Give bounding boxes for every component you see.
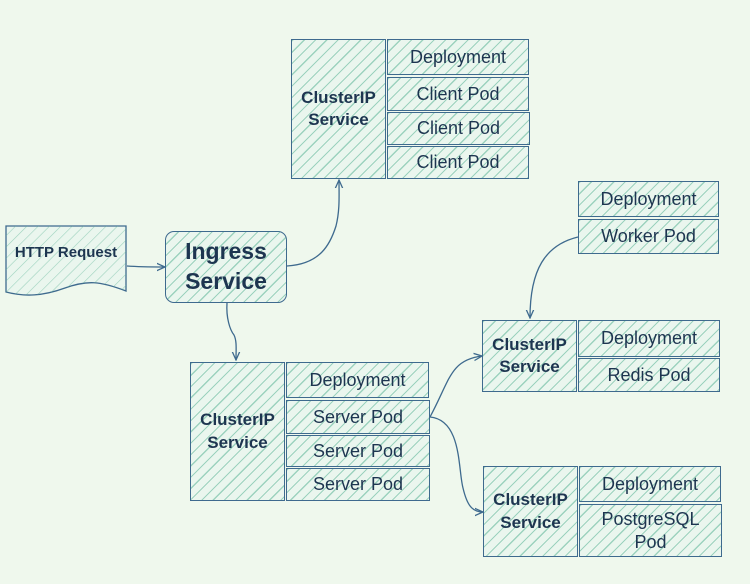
server-pod-3: Server Pod [286, 468, 430, 501]
server-pod-label: Server Pod [312, 406, 404, 427]
arrow-server-to-postgres-service [429, 416, 483, 512]
arrow-ingress-to-server-service [226, 302, 236, 360]
postgres-service-label: ClusterIP Service [493, 490, 568, 532]
postgres-deployment-label: Deployment [601, 473, 699, 494]
server-pod-2: Server Pod [286, 435, 430, 467]
server-pod-1: Server Pod [286, 400, 430, 434]
server-pod-label: Server Pod [312, 440, 404, 461]
redis-pod-label: Redis Pod [607, 364, 691, 385]
client-pod-label: Client Pod [416, 152, 500, 173]
redis-deployment: Deployment [578, 320, 720, 357]
postgres-deployment: Deployment [579, 466, 721, 502]
worker-pod: Worker Pod [578, 219, 719, 254]
client-deployment: Deployment [387, 39, 529, 75]
worker-pod-label: Worker Pod [601, 226, 696, 247]
client-pod-label: Client Pod [416, 118, 501, 139]
client-clusterip-service: ClusterIP Service [291, 39, 386, 179]
document-shape [5, 225, 127, 296]
redis-clusterip-service: ClusterIP Service [482, 320, 577, 392]
ingress-service-label: Ingress Service [185, 238, 267, 294]
server-deployment: Deployment [286, 362, 429, 398]
http-request-node: HTTP Request [5, 225, 127, 297]
postgresql-pod: PostgreSQL Pod [579, 504, 722, 557]
client-pod-2: Client Pod [387, 112, 530, 145]
client-service-label: ClusterIP Service [301, 87, 376, 129]
ingress-service-node: Ingress Service [165, 231, 287, 303]
server-deployment-label: Deployment [309, 369, 406, 390]
client-deployment-label: Deployment [409, 46, 507, 67]
server-pod-label: Server Pod [312, 474, 404, 495]
redis-pod: Redis Pod [578, 358, 720, 392]
client-pod-1: Client Pod [387, 77, 529, 111]
postgres-clusterip-service: ClusterIP Service [483, 466, 578, 557]
postgresql-pod-label: PostgreSQL Pod [601, 509, 700, 552]
server-service-label: ClusterIP Service [200, 410, 275, 452]
client-pod-label: Client Pod [416, 83, 500, 104]
arrow-server-to-redis-service [429, 356, 482, 418]
http-request-label: HTTP Request [14, 243, 118, 261]
arrow-worker-to-redis-service [530, 236, 579, 318]
client-pod-3: Client Pod [387, 146, 529, 179]
worker-deployment-label: Deployment [600, 188, 697, 209]
arrow-ingress-to-client-service [286, 180, 339, 267]
redis-service-label: ClusterIP Service [492, 334, 567, 376]
server-clusterip-service: ClusterIP Service [190, 362, 285, 501]
redis-deployment-label: Deployment [600, 328, 698, 349]
arrow-http-to-ingress [126, 266, 165, 267]
worker-deployment: Deployment [578, 181, 719, 217]
